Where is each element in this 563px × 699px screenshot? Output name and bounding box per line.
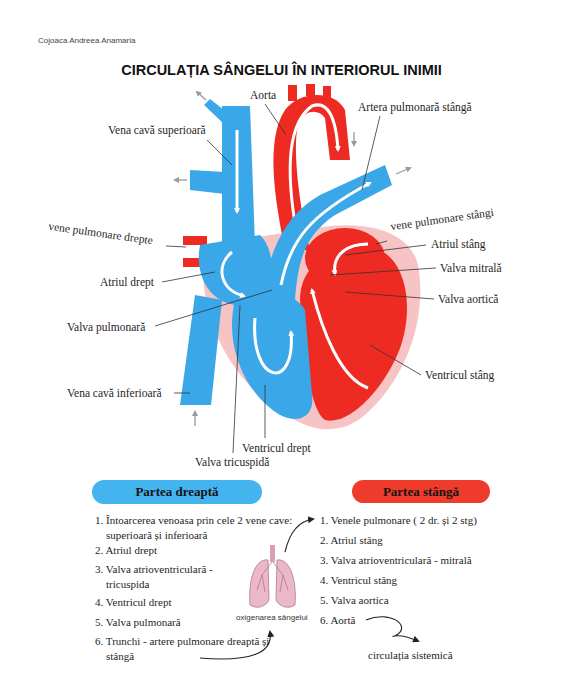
part-label: Atriul stâng xyxy=(431,237,486,251)
list-item: 6. Aortă xyxy=(320,613,355,628)
part-label: Vena cavă superioară xyxy=(108,123,206,137)
part-label: Ventricul stâng xyxy=(425,368,494,382)
leader-line xyxy=(376,241,387,244)
flow-arrow xyxy=(335,244,368,274)
leader-line xyxy=(155,290,272,326)
list-item: 3. Valva atrioventriculară - mitrală xyxy=(320,553,472,568)
list-item: 4. Ventricul stâng xyxy=(320,573,397,588)
pulmonary-artery xyxy=(262,165,392,300)
left-atrium xyxy=(305,228,385,288)
flow-arrow xyxy=(353,132,354,145)
list-item: 2. Atriul drept xyxy=(95,543,157,558)
flow-arrow xyxy=(175,179,187,180)
pulmonary-vein xyxy=(183,236,207,245)
flow-arrow xyxy=(194,412,195,426)
pill-text: Partea dreaptă xyxy=(135,484,218,500)
list-item: 2. Atriul stâng xyxy=(320,533,383,548)
leader-lines xyxy=(155,104,436,453)
list-item: 1. Venele pulmonare ( 2 dr. și 2 stg) xyxy=(320,513,477,528)
leader-line xyxy=(265,385,266,438)
flow-arrow xyxy=(312,290,368,388)
vein-branch xyxy=(204,99,224,124)
aorta-branch xyxy=(288,85,297,101)
flow-arrow xyxy=(281,183,370,285)
right-ventricle xyxy=(232,291,312,419)
part-label: Aorta xyxy=(250,88,276,102)
pulmonary-artery-branch xyxy=(190,170,225,194)
right-atrium xyxy=(199,235,272,305)
flow-arrow xyxy=(222,252,244,296)
flow-arrow xyxy=(366,617,418,641)
part-label: Valva pulmonară xyxy=(67,320,145,334)
bronchi xyxy=(257,562,288,592)
flow-arrow xyxy=(396,168,410,174)
trachea xyxy=(270,545,275,562)
leader-line xyxy=(370,345,421,375)
leader-line xyxy=(162,272,215,282)
part-label: vene pulmonare stângi xyxy=(390,205,495,233)
leader-line xyxy=(207,140,232,165)
title-text: CIRCULAȚIA SÂNGELUI ÎN INTERIORUL INIMII xyxy=(0,62,563,78)
part-label: vene pulmonare drepte xyxy=(48,219,154,248)
pill-text: Partea stângă xyxy=(383,484,459,500)
aorta-branch xyxy=(306,84,315,96)
aorta-branch xyxy=(323,86,331,98)
list-item: 5. Valva aortica xyxy=(320,593,389,608)
section-pill: Partea stângă xyxy=(352,480,490,503)
image-caption: oxigenarea sângelui xyxy=(236,613,308,623)
author-note: Cojoaca Andreea Anamaria xyxy=(38,36,135,46)
leader-line xyxy=(233,305,240,453)
part-label: Atriul drept xyxy=(100,275,154,289)
part-label: Ventricul drept xyxy=(242,441,311,455)
note-text: circulația sistemică xyxy=(368,648,453,663)
list-item: 4. Ventricul drept xyxy=(95,595,171,610)
flow-arrow xyxy=(236,130,239,212)
leader-line xyxy=(345,245,426,255)
leader-line xyxy=(362,116,380,190)
list-item: 1. Întoarcerea venoasa prin cele 2 vene … xyxy=(95,513,310,543)
flow-arrow xyxy=(197,92,206,100)
leader-line xyxy=(174,393,190,394)
flow-arrow xyxy=(255,318,292,373)
leader-line xyxy=(166,246,186,247)
section-pill: Partea dreaptă xyxy=(92,480,262,504)
part-label: Valva tricuspidă xyxy=(195,455,269,469)
list-item: 6. Trunchi - artere pulmonare dreaptă și… xyxy=(95,634,270,664)
part-label: Valva aortică xyxy=(438,292,498,306)
part-label: Artera pulmonară stângă xyxy=(358,100,472,114)
part-label: Valva mitrală xyxy=(440,261,502,275)
leader-line xyxy=(345,292,434,299)
part-label: Vena cavă inferioară xyxy=(67,386,162,400)
list-item: 3. Valva atrioventriculară - tricuspida xyxy=(95,562,255,592)
list-item: 5. Valva pulmonară xyxy=(95,615,181,630)
leader-line xyxy=(330,268,436,275)
superior-vena-cava xyxy=(222,106,255,245)
leader-line xyxy=(265,104,286,135)
